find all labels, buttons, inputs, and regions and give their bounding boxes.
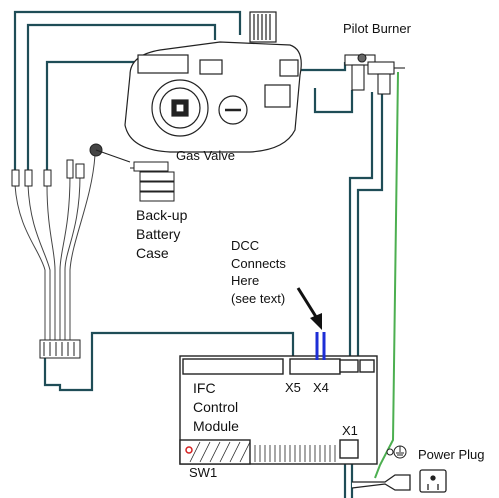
label-x1: X1 <box>342 423 358 438</box>
label-gas-valve: Gas Valve <box>176 148 236 163</box>
harness-connectors <box>11 143 131 359</box>
label-pilot-burner: Pilot Burner <box>343 21 411 36</box>
label-x5: X5 <box>285 380 301 395</box>
label-backup-battery: Back-up Battery Case <box>136 207 188 261</box>
harness-bundle <box>14 154 96 345</box>
label-dcc: DCC Connects Here (see text) <box>231 238 286 306</box>
power-plug-icon <box>351 469 447 493</box>
label-power-plug: Power Plug <box>418 447 485 462</box>
gas-valve-icon <box>124 11 302 153</box>
pilot-burner-icon <box>344 53 405 95</box>
wiring-harness <box>13 10 384 498</box>
ground-wire <box>374 71 399 479</box>
label-ifc-module: IFC Control Module <box>193 380 239 434</box>
dcc-arrow-icon <box>296 287 322 330</box>
label-sw1: SW1 <box>189 465 218 480</box>
ground-symbol-icon <box>386 445 407 459</box>
ifc-module-icon <box>179 355 378 465</box>
battery-case-icon <box>130 161 175 202</box>
label-x4: X4 <box>313 380 329 395</box>
dcc-marker <box>315 332 326 360</box>
